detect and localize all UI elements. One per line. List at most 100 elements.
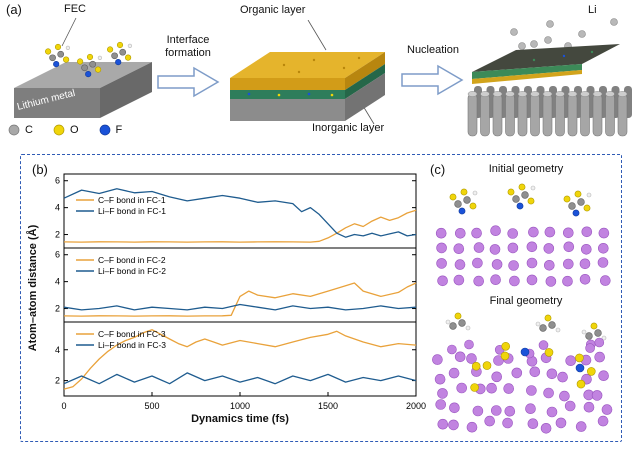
nucleation-schematic (467, 18, 632, 137)
li-atom (526, 385, 537, 396)
li-atom (598, 227, 610, 239)
final-geometry-view (432, 312, 613, 434)
c-atom (577, 198, 585, 206)
li-atom (581, 226, 593, 238)
y-tick-label: 4 (55, 277, 60, 287)
li-atom (526, 274, 538, 286)
plate-yellow-edge (472, 70, 582, 84)
li-atom (538, 340, 549, 350)
li-atom (559, 390, 570, 402)
li-atom (453, 274, 465, 286)
o-atom (77, 58, 84, 65)
y-tick-label: 6 (55, 250, 60, 260)
o-atom (518, 183, 526, 191)
li-atom (471, 227, 482, 239)
c-atom (57, 50, 65, 58)
nucleation-label: Nucleation (407, 44, 459, 56)
li-atom (448, 419, 459, 431)
organic-side-face (345, 52, 385, 90)
pillar-top (555, 91, 565, 97)
panel-c-label: (c) (430, 162, 446, 177)
y-tick-label: 4 (55, 345, 60, 355)
organic-speckle (297, 70, 301, 74)
h-atom (581, 329, 587, 335)
li-atom (579, 258, 591, 270)
li-atom (562, 275, 573, 287)
o-atom (54, 43, 62, 51)
series-line (63, 209, 417, 243)
h-atom (97, 55, 102, 61)
y-tick-label: 2 (55, 376, 60, 386)
li-atom (598, 370, 609, 381)
nucleation-arrow (401, 64, 464, 96)
pillar-top (542, 91, 553, 97)
o-atom (470, 383, 479, 392)
li-atom (466, 421, 478, 433)
x-tick-label: 0 (61, 401, 66, 411)
inorganic-layer-label: Inorganic layer (312, 122, 385, 134)
li-atom (546, 368, 558, 380)
li-atom (525, 403, 536, 414)
y-tick-label: 2 (55, 230, 60, 240)
pillar-top (492, 91, 503, 97)
slab-front-face (14, 88, 100, 118)
organic-pointer-line (307, 20, 327, 51)
o-atom (449, 193, 457, 201)
li-atom (507, 228, 518, 239)
li-atom (575, 421, 587, 432)
inorganic-side-face (345, 64, 385, 99)
c-atom (49, 54, 56, 62)
li-sphere (518, 42, 526, 50)
oxygen-atom-icon (53, 124, 65, 136)
plate-green-edge (472, 64, 582, 79)
li-pillars (467, 86, 632, 137)
o-atom (501, 341, 510, 351)
li-atom (545, 276, 557, 287)
c-atom (454, 200, 462, 208)
legend-label-carbon: C (25, 124, 33, 136)
pillar-front (530, 93, 540, 137)
li-atom (435, 227, 447, 239)
o-atom (482, 361, 492, 370)
inorganic-speckle (307, 92, 311, 96)
y-tick-label: 4 (55, 203, 60, 213)
o-atom (500, 351, 510, 361)
pillar-front (467, 93, 478, 137)
li-atom (437, 275, 448, 287)
pillar-top (567, 91, 578, 97)
pillar-top (605, 91, 615, 97)
legend-label-oxygen: O (69, 124, 79, 136)
o-atom (507, 188, 515, 196)
x-tick-label: 1500 (318, 401, 338, 411)
fec-molecules (45, 41, 132, 78)
h-atom (465, 325, 471, 331)
plate-speckle (562, 54, 566, 58)
li-atom (544, 260, 555, 271)
li-atom (563, 241, 575, 253)
pillar-top (617, 91, 628, 97)
c-atom (449, 322, 457, 330)
pillar-top (580, 91, 590, 97)
li-atom (557, 371, 568, 383)
li-atom (490, 225, 501, 237)
c-atom (512, 195, 520, 203)
subplot-fc3: 24C–F bond in FC-3Li–F bond in FC-3 (55, 321, 417, 397)
li-atom (511, 367, 523, 379)
pillar-front (605, 93, 615, 137)
li-atom (601, 404, 613, 415)
li-sphere (546, 20, 554, 28)
li-atom (543, 387, 554, 399)
f-atom (572, 209, 580, 217)
organic-speckle (357, 56, 361, 60)
series-line (63, 303, 417, 311)
li-atom (484, 415, 496, 427)
li-atom (597, 257, 609, 268)
panel-a-label: (a) (6, 2, 22, 17)
c-atom (458, 319, 466, 327)
sei-layers-schematic (230, 20, 385, 125)
pillar-front (592, 93, 603, 137)
li-atom (434, 373, 446, 385)
pillar-front (480, 93, 490, 137)
